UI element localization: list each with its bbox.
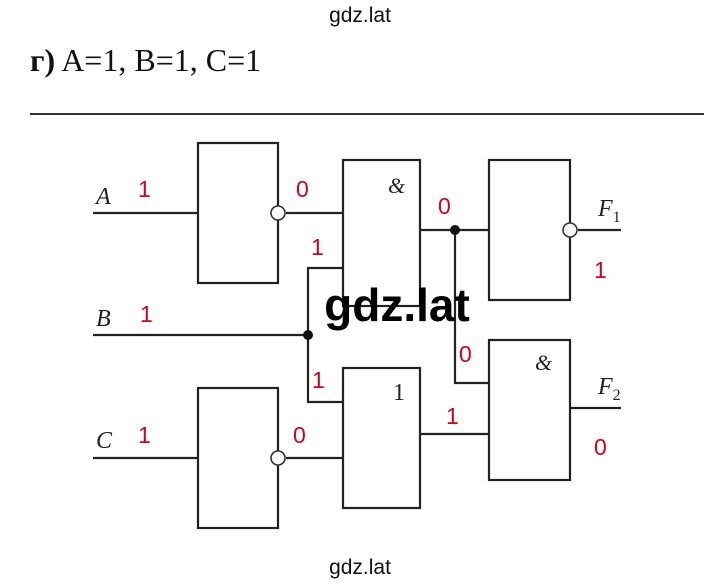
inversion-bubble-a <box>270 205 286 221</box>
input-label-a: A <box>94 184 111 210</box>
value-a-input: 1 <box>138 176 151 202</box>
junction-dot-b <box>303 330 313 340</box>
value-not-a-output: 0 <box>296 176 309 202</box>
and-gate-bottom-symbol: & <box>535 350 553 375</box>
separator-line <box>30 113 704 115</box>
output-label-f2: F2 <box>597 374 621 404</box>
watermark-top: gdz.lat <box>329 4 391 27</box>
wires <box>93 211 621 460</box>
task-condition: A=1, B=1, C=1 <box>61 42 262 78</box>
junction-dot-and-out <box>450 225 460 235</box>
watermark-center: gdz.lat <box>324 279 470 331</box>
or-gate-symbol: 1 <box>393 380 405 406</box>
inversion-bubble-c <box>270 450 286 466</box>
value-and-output: 0 <box>438 193 451 219</box>
value-b-to-or: 1 <box>312 367 325 393</box>
value-b-to-and: 1 <box>311 234 324 260</box>
and-gate-top <box>341 158 422 308</box>
not-gate-a <box>196 141 280 285</box>
and-gate-bottom <box>487 338 572 482</box>
watermark-bottom: gdz.lat <box>329 556 391 579</box>
value-not-c-output: 0 <box>293 422 306 448</box>
task-heading: г)A=1, B=1, C=1 <box>30 42 261 79</box>
and-gate-top-symbol: & <box>388 173 406 198</box>
value-b-input: 1 <box>140 301 153 327</box>
value-c-input: 1 <box>138 422 151 448</box>
inversion-bubble-f1 <box>562 222 578 238</box>
or-gate <box>341 366 422 510</box>
value-or-output: 1 <box>446 403 459 429</box>
not-gate-f1 <box>487 158 572 302</box>
not-gate-c <box>196 386 280 530</box>
value-and-to-and2: 0 <box>459 341 472 367</box>
value-f1-output: 1 <box>594 257 607 283</box>
input-label-b: B <box>96 306 111 332</box>
output-label-f1: F1 <box>597 196 621 226</box>
task-marker: г) <box>30 42 56 78</box>
wire-and-to-and2 <box>453 230 489 385</box>
value-f2-output: 0 <box>594 434 607 460</box>
input-label-c: C <box>96 428 113 454</box>
